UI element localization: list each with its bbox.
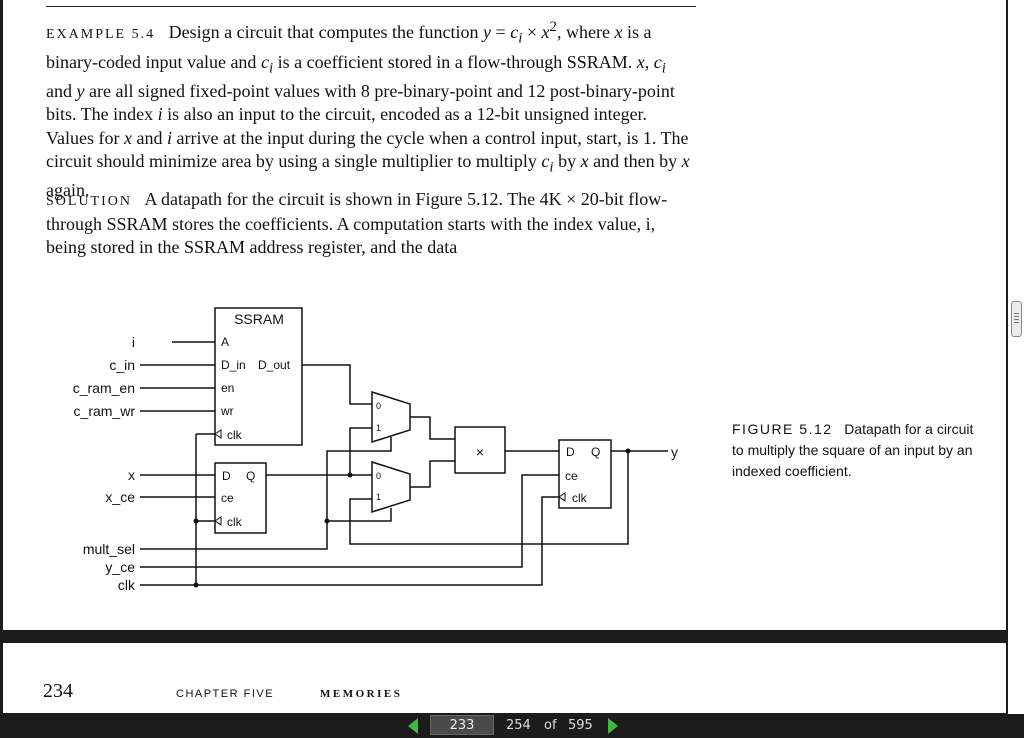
previous-page-icon[interactable] xyxy=(408,718,418,734)
page-navigation-bar: 233 254 of 595 xyxy=(0,714,1024,738)
reg-y-q: Q xyxy=(591,445,600,459)
reg-x-clk: clk xyxy=(227,515,243,529)
page-number: 234 xyxy=(43,680,73,702)
input-label-i: i xyxy=(132,334,135,350)
solution-block: SOLUTION A datapath for the circuit is s… xyxy=(46,188,696,259)
datapath-diagram: SSRAM A D_in D_out en wr clk D Q ce clk … xyxy=(73,307,678,593)
mux1-input-1: 1 xyxy=(376,423,381,433)
page-number-input[interactable]: 233 xyxy=(430,715,494,735)
solution-heading: SOLUTION xyxy=(46,194,132,209)
ssram-port-en: en xyxy=(221,381,234,395)
vertical-scrollbar[interactable] xyxy=(1008,0,1024,714)
reg-y-clk: clk xyxy=(572,491,588,505)
ssram-port-clk: clk xyxy=(227,428,243,442)
ssram-port-a: A xyxy=(221,335,229,349)
ssram-title: SSRAM xyxy=(234,311,284,327)
input-label-c-ram-en: c_ram_en xyxy=(73,380,135,396)
input-label-mult-sel: mult_sel xyxy=(83,541,135,557)
input-label-c-in: c_in xyxy=(109,357,135,373)
ssram-port-wr: wr xyxy=(220,404,234,418)
input-label-x-ce: x_ce xyxy=(105,489,135,505)
example-paragraph: Design a circuit that computes the funct… xyxy=(46,19,690,201)
of-label: of xyxy=(544,718,557,733)
chapter-label: CHAPTER FIVE xyxy=(176,688,275,700)
figure-caption-text: Datapath for a circuit to multiply the s… xyxy=(732,421,974,479)
figure-caption: FIGURE 5.12 Datapath for a circuit to mu… xyxy=(732,419,982,482)
example-block: EXAMPLE 5.4 Design a circuit that comput… xyxy=(46,16,696,202)
scrollbar-thumb[interactable] xyxy=(1011,301,1022,337)
input-label-x: x xyxy=(128,467,135,483)
mux2-input-1: 1 xyxy=(376,492,381,502)
document-page: EXAMPLE 5.4 Design a circuit that comput… xyxy=(3,0,1006,630)
total-pages-label: 595 xyxy=(568,718,593,733)
ssram-port-dout: D_out xyxy=(258,358,291,372)
mux1-input-0: 0 xyxy=(376,401,381,411)
reg-y-ce: ce xyxy=(565,469,578,483)
input-label-clk: clk xyxy=(118,577,136,593)
multiplier-symbol: × xyxy=(476,444,484,460)
figure-number: FIGURE 5.12 xyxy=(732,421,833,437)
reg-y-d: D xyxy=(566,445,575,459)
input-label-y-ce: y_ce xyxy=(105,559,135,575)
reg-x-d: D xyxy=(222,469,231,483)
current-page-label: 254 xyxy=(506,718,531,733)
top-rule xyxy=(46,6,696,7)
solution-paragraph: A datapath for the circuit is shown in F… xyxy=(46,189,668,258)
example-heading: EXAMPLE 5.4 xyxy=(46,27,156,42)
reg-x-q: Q xyxy=(246,469,255,483)
mux2-input-0: 0 xyxy=(376,471,381,481)
input-label-c-ram-wr: c_ram_wr xyxy=(74,403,136,419)
output-label-y: y xyxy=(671,444,678,460)
next-page-icon[interactable] xyxy=(608,718,618,734)
chapter-title: MEMORIES xyxy=(320,688,403,700)
reg-x-ce: ce xyxy=(221,491,234,505)
ssram-port-din: D_in xyxy=(221,358,246,372)
next-page xyxy=(3,643,1006,713)
